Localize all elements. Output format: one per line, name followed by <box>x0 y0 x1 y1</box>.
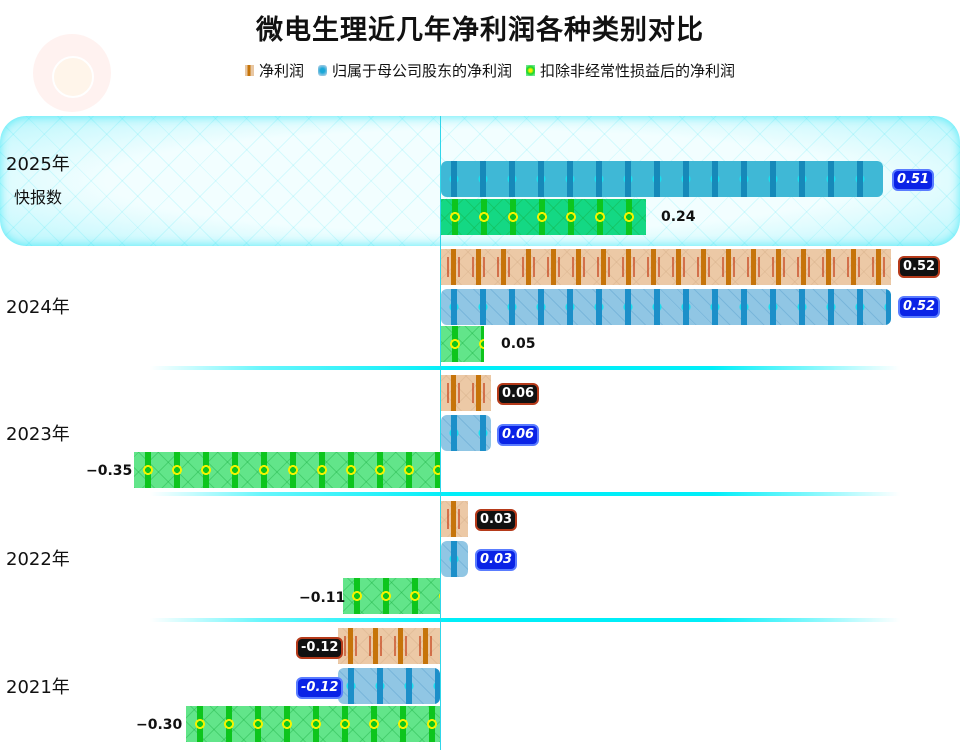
value-label-2025-attributable: 0.51 <box>892 169 935 191</box>
bar-2023-attributable[interactable] <box>441 415 491 451</box>
bar-2024-attributable[interactable] <box>441 289 891 325</box>
bar-2022-net[interactable] <box>441 501 468 537</box>
value-label-2022-net: 0.03 <box>475 509 518 531</box>
brown-swatch-icon <box>244 65 254 76</box>
bar-2024-deducted[interactable] <box>441 326 484 362</box>
bar-2021-net[interactable] <box>338 628 440 664</box>
chart-legend: 净利润 归属于母公司股东的净利润 扣除非经常性损益后的净利润 <box>0 60 960 81</box>
category-label-2023: 2023年 <box>6 424 70 445</box>
legend-label: 净利润 <box>258 62 304 80</box>
row-separator <box>150 618 900 622</box>
bar-2022-deducted[interactable] <box>343 578 440 614</box>
legend-item-deducted-profit[interactable]: 扣除非经常性损益后的净利润 <box>526 60 735 81</box>
row-separator <box>150 492 900 496</box>
bar-2023-net[interactable] <box>441 375 491 411</box>
value-label-2024-deducted: 0.05 <box>501 336 536 352</box>
value-label-2021-net: -0.12 <box>296 637 344 659</box>
value-label-2023-attributable: 0.06 <box>497 424 540 446</box>
legend-item-net-profit[interactable]: 净利润 <box>244 60 304 81</box>
value-label-2024-attributable: 0.52 <box>898 296 941 318</box>
bar-2025-attributable[interactable] <box>441 161 883 197</box>
blue-swatch-icon <box>317 65 327 76</box>
value-label-2024-net: 0.52 <box>898 256 941 278</box>
value-label-2025-deducted: 0.24 <box>661 209 696 225</box>
value-label-2021-attributable: -0.12 <box>296 677 344 699</box>
zero-axis-line <box>440 116 441 750</box>
legend-label: 归属于母公司股东的净利润 <box>331 62 512 80</box>
bar-2021-attributable[interactable] <box>338 668 440 704</box>
value-label-2023-net: 0.06 <box>497 383 540 405</box>
bar-2024-net[interactable] <box>441 249 891 285</box>
row-separator <box>150 366 900 370</box>
category-label-2024: 2024年 <box>6 297 70 318</box>
legend-item-attributable-profit[interactable]: 归属于母公司股东的净利润 <box>317 60 512 81</box>
green-swatch-icon <box>526 65 535 76</box>
category-sublabel-2025: 快报数 <box>14 188 63 207</box>
bar-2022-attributable[interactable] <box>441 541 468 577</box>
value-label-2022-deducted: −0.11 <box>299 590 346 606</box>
value-label-2021-deducted: −0.30 <box>136 717 183 733</box>
value-label-2022-attributable: 0.03 <box>475 549 518 571</box>
category-label-2025: 2025年 <box>6 154 70 175</box>
bar-2023-deducted[interactable] <box>134 452 440 488</box>
legend-label: 扣除非经常性损益后的净利润 <box>540 62 736 80</box>
chart-title: 微电生理近几年净利润各种类别对比 <box>256 15 704 46</box>
category-label-2022: 2022年 <box>6 549 70 570</box>
category-label-2021: 2021年 <box>6 677 70 698</box>
value-label-2023-deducted: −0.35 <box>86 463 133 479</box>
watermark-logo-icon <box>33 34 111 112</box>
bar-2021-deducted[interactable] <box>186 706 440 742</box>
bar-2025-deducted[interactable] <box>441 199 646 235</box>
